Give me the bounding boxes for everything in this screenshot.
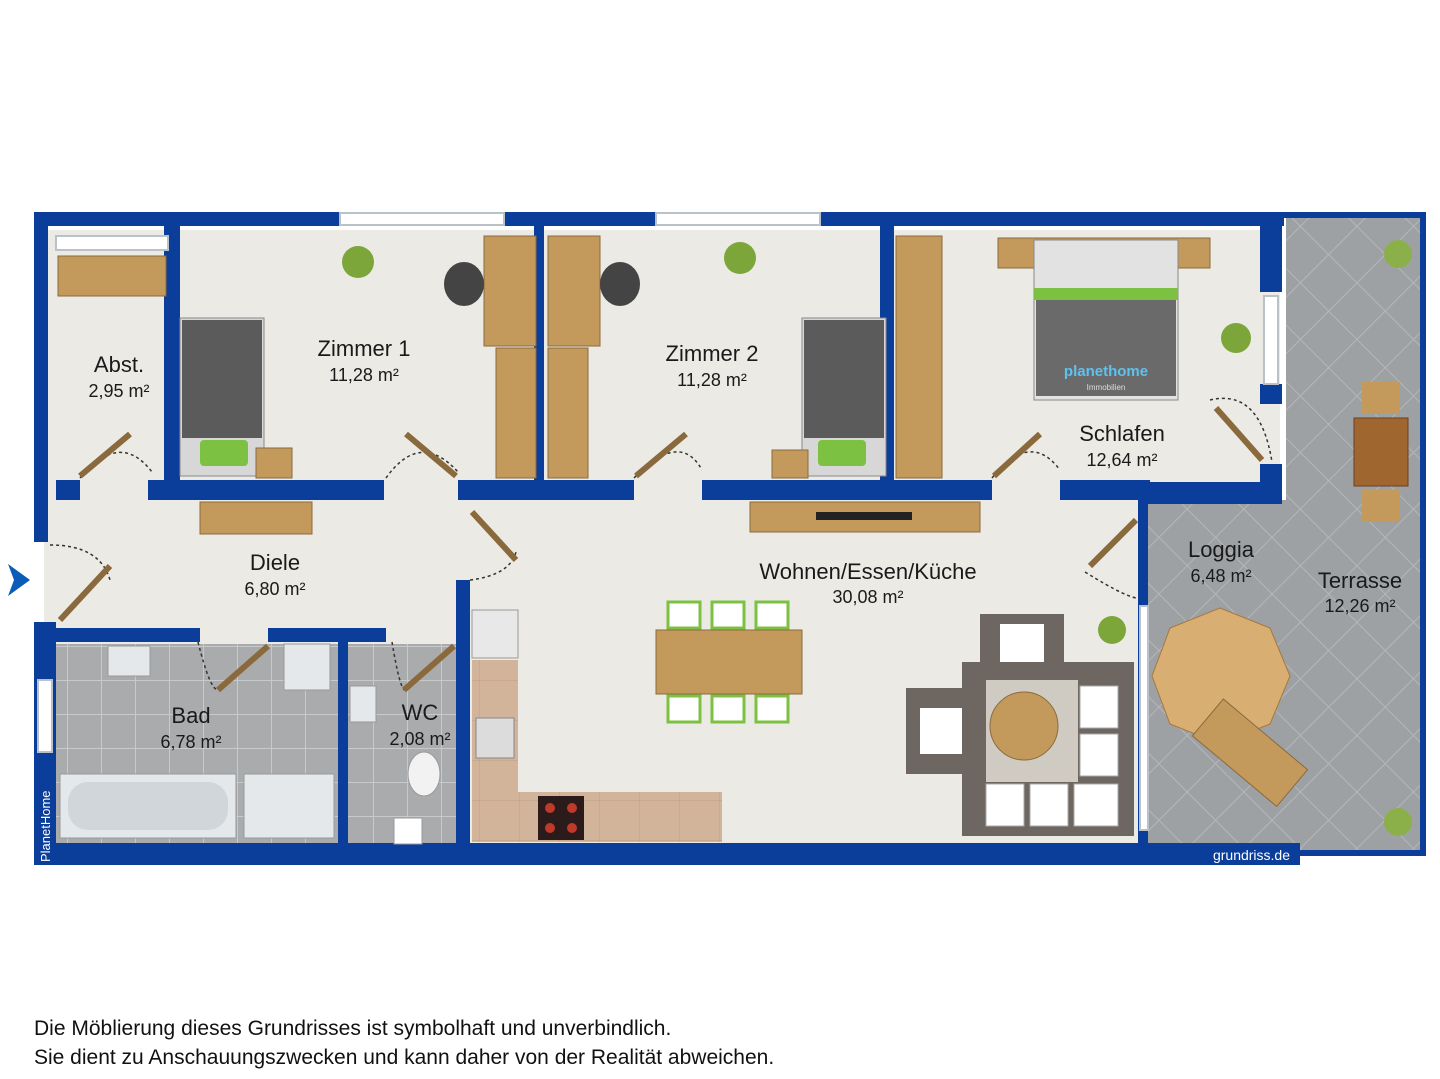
room-area-zimmer2: 11,28 m²: [677, 370, 747, 390]
entrance-arrow-icon: [8, 564, 30, 596]
wardrobe-schlafen: [895, 235, 943, 479]
shower-tray: [243, 773, 335, 839]
office-chair: [600, 262, 640, 306]
room-area-loggia: 6,48 m²: [1190, 566, 1251, 586]
terrace-floor: [1286, 218, 1426, 856]
fridge: [471, 609, 519, 659]
desk-zimmer2: [547, 235, 601, 347]
plant-icon: [724, 242, 756, 274]
room-name-abst: Abst.: [94, 352, 144, 377]
sideboard: [199, 501, 313, 535]
plant-icon: [1098, 616, 1126, 644]
plant-icon: [1221, 323, 1251, 353]
room-name-terrasse: Terrasse: [1318, 568, 1402, 593]
tv-icon: [816, 512, 912, 520]
watermark-right: grundriss.de: [1213, 847, 1290, 863]
windows: [37, 212, 1279, 831]
room-area-wc: 2,08 m²: [389, 729, 450, 749]
washing-machine: [283, 643, 331, 691]
tv-sideboard: [749, 501, 981, 533]
room-name-schlafen: Schlafen: [1079, 421, 1165, 446]
storage-shelf: [57, 255, 167, 297]
nightstand: [255, 447, 293, 479]
plant-icon: [342, 246, 374, 278]
sun-lounger: [1191, 698, 1309, 808]
desk-zimmer1: [483, 235, 537, 347]
doors: [49, 397, 1273, 693]
logo-sub: Immobilien: [1087, 383, 1126, 392]
stove-icon: [538, 796, 584, 840]
patio-table: [1353, 417, 1409, 487]
wardrobe-zimmer1: [495, 347, 537, 479]
room-name-bad: Bad: [171, 703, 210, 728]
plant-icon: [1384, 240, 1412, 268]
washbasin-icon: [107, 645, 151, 677]
dining-table: [655, 629, 803, 695]
kitchen-counter: [472, 792, 722, 842]
room-name-zimmer2: Zimmer 2: [666, 341, 759, 366]
wc-floor: [346, 644, 458, 844]
plant-icon: [1384, 808, 1412, 836]
room-area-schlafen: 12,64 m²: [1086, 450, 1157, 470]
room-area-abst: 2,95 m²: [88, 381, 149, 401]
room-name-wc: WC: [402, 700, 439, 725]
watermark-left: PlanetHome: [38, 790, 53, 862]
room-labels: Abst. 2,95 m² Zimmer 1 11,28 m² Zimmer 2…: [88, 336, 1402, 752]
room-name-loggia: Loggia: [1188, 537, 1255, 562]
room-area-wohnen: 30,08 m²: [832, 587, 903, 607]
disclaimer-line: Sie dient zu Anschauungszwecken und kann…: [34, 1046, 775, 1069]
bed-zimmer1: [179, 317, 265, 477]
nightstand: [771, 449, 809, 479]
room-name-zimmer1: Zimmer 1: [318, 336, 411, 361]
wardrobe-zimmer2: [547, 347, 589, 479]
room-area-zimmer1: 11,28 m²: [329, 365, 399, 385]
toilet-icon: [407, 751, 441, 797]
sink-icon: [475, 717, 515, 759]
disclaimer-line: Die Möblierung dieses Grundrisses ist sy…: [34, 1017, 672, 1040]
room-area-diele: 6,80 m²: [244, 579, 305, 599]
floor-plan: planethome Immobilien: [8, 212, 1426, 865]
furniture: planethome Immobilien: [57, 235, 1412, 845]
room-name-wohnen: Wohnen/Essen/Küche: [759, 559, 976, 584]
room-area-terrasse: 12,26 m²: [1324, 596, 1395, 616]
bed-zimmer2: [801, 317, 887, 477]
double-bed: planethome Immobilien: [1033, 239, 1179, 401]
washbasin-icon: [349, 685, 377, 723]
logo: planethome: [1064, 363, 1148, 380]
disclaimer: Die Möblierung dieses Grundrisses ist sy…: [34, 1014, 774, 1072]
room-area-bad: 6,78 m²: [160, 732, 221, 752]
office-chair: [444, 262, 484, 306]
room-name-diele: Diele: [250, 550, 300, 575]
